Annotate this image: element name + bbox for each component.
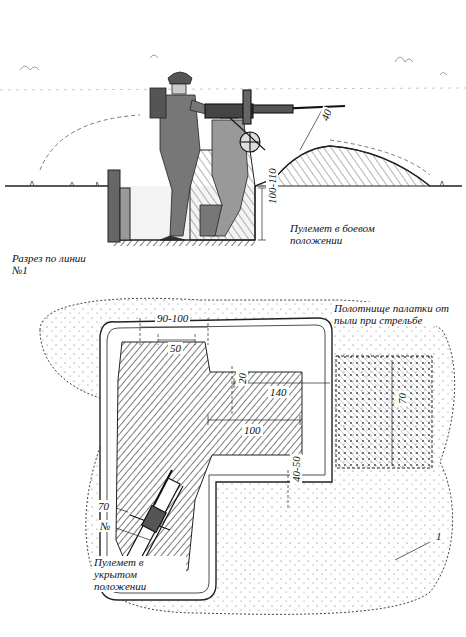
caption-label: Полотнище палатки от пыли при стрельбе: [332, 302, 456, 326]
dimension-label: 70: [396, 391, 408, 406]
dimension-label: 40-50: [290, 454, 302, 484]
dimension-label: 40: [318, 106, 334, 124]
dimension-label: 50: [168, 342, 183, 354]
dimension-label: 100: [242, 424, 263, 436]
section-view: [0, 55, 466, 246]
dimension-label: 140: [268, 386, 289, 398]
dimension-label: №: [98, 520, 112, 532]
plan-view: [40, 298, 455, 614]
caption-label: Разрез по линии №1: [10, 252, 104, 276]
dimension-label: 70: [96, 500, 111, 512]
caption-label: Пулемет в укрытом положении: [92, 556, 186, 592]
dimension-label: 100-110: [266, 166, 278, 206]
caption-label: Пулемет в боевом положении: [288, 222, 412, 246]
dimension-label: 90-100: [155, 312, 190, 324]
dimension-label: 1: [434, 530, 444, 542]
dimension-label: 20: [236, 371, 248, 386]
